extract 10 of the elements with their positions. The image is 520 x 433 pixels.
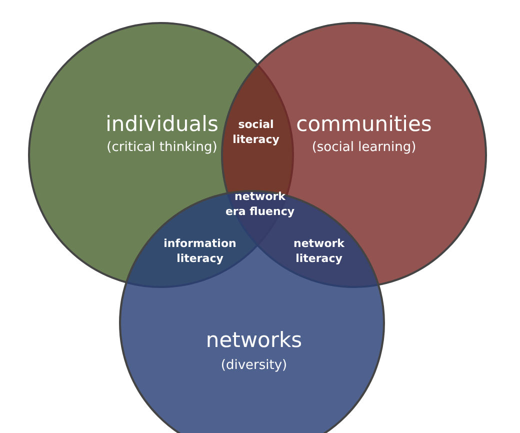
overlap-label: network literacy [292,237,346,267]
circle-heading: individuals [106,112,218,136]
circle-heading: communities [296,112,432,136]
overlap-label: network era fluency [225,190,295,220]
overlap-label: social literacy [232,118,280,148]
circle-subtitle: (critical thinking) [106,140,218,155]
circle-subtitle: (diversity) [220,358,288,373]
circle-subtitle: (social learning) [312,140,416,155]
circle-heading: networks [206,328,302,352]
overlap-label: information literacy [162,237,238,267]
